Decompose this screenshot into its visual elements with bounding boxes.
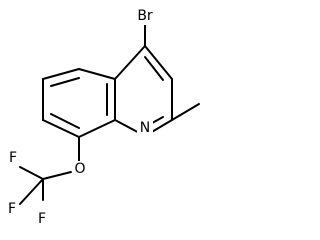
fluorine-left-label-mask — [6, 200, 19, 217]
bond-c5-c6 — [42, 68, 80, 80]
bond-c4-c3-inner — [144, 56, 164, 81]
atom-labels: Br N O F F F — [6, 8, 157, 228]
bromine-label: Br — [137, 8, 153, 24]
fluorine-top-label-mask — [7, 149, 20, 166]
bond-c4-c3 — [144, 45, 173, 80]
fluorine-bottom-label: F — [38, 211, 46, 227]
bond-o-cf3 — [42, 171, 72, 180]
bond-cf3-f-left — [19, 178, 44, 205]
molecule-structure-diagram: Br N O F F F — [6, 8, 200, 228]
fluorine-top-label: F — [9, 150, 17, 166]
bond-c5-c6-inner — [50, 77, 80, 87]
bond-cf3-f-top — [19, 166, 44, 180]
bond-c8-c8a — [78, 119, 116, 138]
nitrogen-label: N — [140, 120, 150, 136]
bond-c7-c8-inner — [50, 113, 80, 129]
bond-c4-c4a — [114, 45, 146, 80]
fluorine-bottom-label-mask — [36, 211, 49, 228]
oxygen-label: O — [74, 161, 85, 177]
bromine-label-mask — [135, 9, 157, 25]
bond-c7-c8 — [42, 119, 80, 138]
nitrogen-label-mask — [137, 120, 153, 137]
oxygen-label-mask — [72, 161, 88, 178]
fluorine-left-label: F — [8, 201, 16, 217]
bond-c4a-c5 — [78, 68, 116, 80]
bond-c2-methyl — [171, 103, 200, 121]
substituent-bonds — [19, 23, 200, 205]
ring-bonds — [42, 45, 173, 138]
